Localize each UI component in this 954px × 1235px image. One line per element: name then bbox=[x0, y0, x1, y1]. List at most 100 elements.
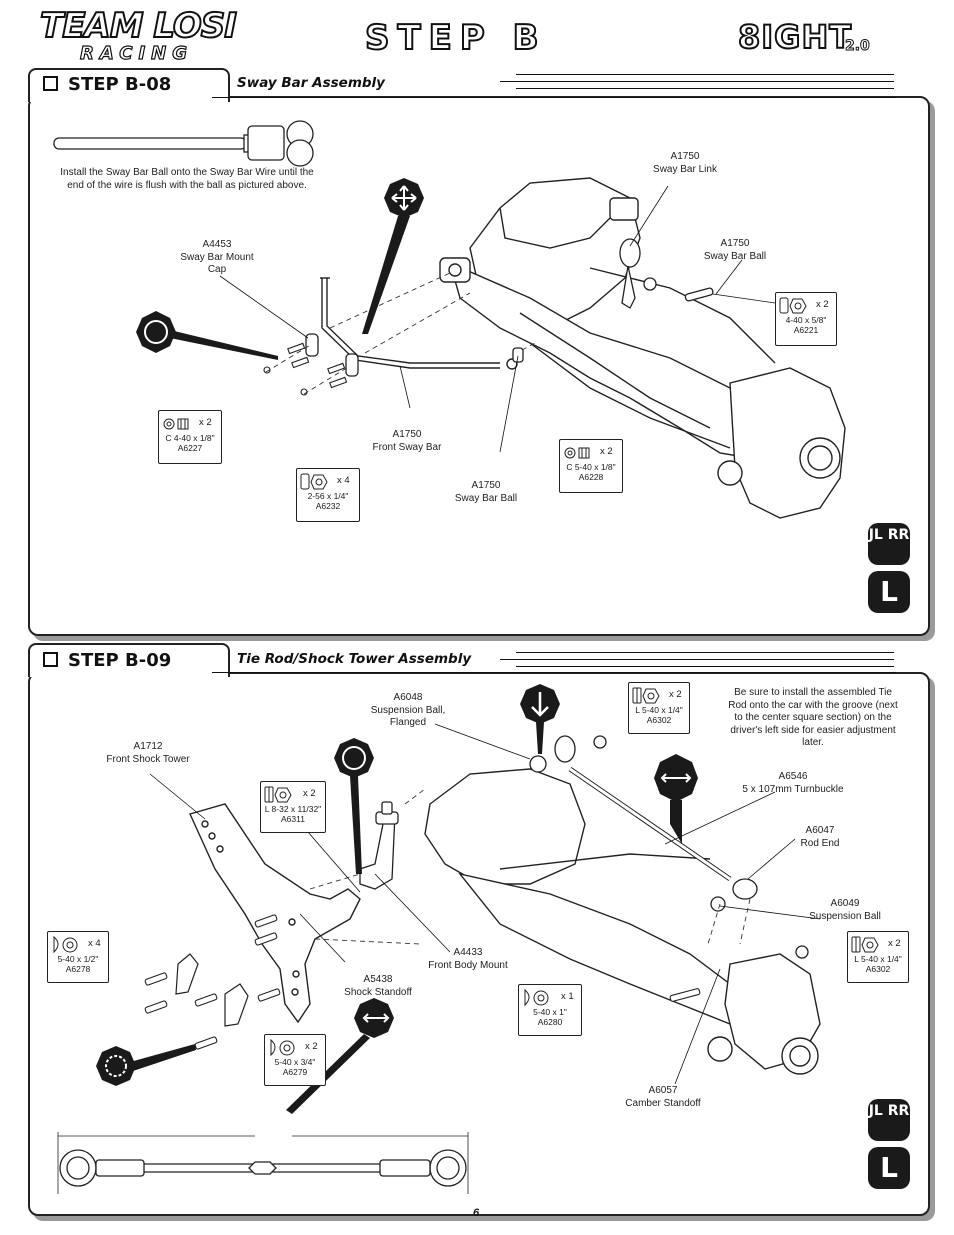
eight-logo-version: 2.0 bbox=[845, 38, 871, 55]
part-number: A4433 bbox=[453, 947, 483, 958]
callout-shock-standoff: A5438 Shock Standoff bbox=[330, 974, 426, 999]
sway-bar-mount-caps bbox=[305, 333, 524, 377]
part-name: Camber Standoff bbox=[625, 1097, 701, 1109]
set-screw-icon bbox=[564, 447, 590, 459]
hardware-part: A6221 bbox=[793, 325, 819, 335]
checkbox-icon[interactable] bbox=[43, 651, 58, 667]
header-rule bbox=[500, 659, 894, 660]
step-b09-title: Tie Rod/Shock Tower Assembly bbox=[237, 651, 472, 667]
locknut-icon bbox=[851, 936, 879, 953]
button-head-screw-icon bbox=[53, 935, 78, 954]
part-name: Cap bbox=[207, 264, 227, 275]
part-name: Sway Bar Link bbox=[653, 163, 717, 175]
tie-rod bbox=[529, 735, 809, 959]
hardware-qty: x 2 bbox=[600, 446, 613, 457]
hardware-desc: L 8-32 x 11/32" bbox=[264, 804, 322, 814]
button-head-screw-icon bbox=[270, 1038, 295, 1057]
hardware-box: x 2 L 5-40 x 1/4" A6302 bbox=[628, 682, 690, 734]
hex-driver-icon bbox=[362, 178, 424, 334]
hardware-box: x 2 C 4-40 x 1/8" A6227 bbox=[158, 410, 222, 464]
hardware-box: x 2 5-40 x 3/4" A6279 bbox=[264, 1034, 326, 1086]
part-name: Rod End bbox=[800, 837, 840, 849]
title-underline bbox=[212, 97, 896, 98]
part-number: A6047 bbox=[805, 825, 835, 836]
alignment-lines bbox=[265, 272, 536, 395]
hardware-desc: L 5-40 x 1/4" bbox=[854, 954, 902, 964]
checkbox-icon[interactable] bbox=[43, 75, 58, 91]
header-rule bbox=[516, 652, 894, 653]
sway-bar-link bbox=[619, 238, 714, 309]
screw-icon bbox=[779, 297, 807, 314]
part-number: A4453 bbox=[202, 239, 232, 250]
alignment-lines bbox=[309, 788, 751, 945]
hardware-qty: x 2 bbox=[303, 788, 316, 799]
wrench-rotate-icon bbox=[136, 311, 278, 360]
callout-sway-bar-link: A1750 Sway Bar Link bbox=[640, 151, 730, 176]
callout-rod-end: A6047 Rod End bbox=[775, 825, 865, 850]
header-rule bbox=[516, 666, 894, 667]
step-b08-label: STEP B-08 bbox=[43, 74, 171, 95]
callout-turnbuckle: A6546 5 x 107mm Turnbuckle bbox=[735, 771, 851, 796]
wire-install-note: Install the Sway Bar Ball onto the Sway … bbox=[60, 167, 314, 191]
step-b09-panel bbox=[28, 672, 930, 1216]
front-shock-tower bbox=[189, 803, 361, 1024]
hardware-box: x 4 2-56 x 1/4" A6232 bbox=[296, 468, 360, 522]
hardware-part: A6302 bbox=[646, 715, 672, 725]
tie-rod-install-note: Be sure to install the assembled Tie Rod… bbox=[728, 687, 898, 748]
hardware-desc: L 5-40 x 1/4" bbox=[635, 705, 683, 715]
callout-suspension-ball: A6049 Suspension Ball bbox=[800, 898, 890, 923]
callout-sway-bar-mount-cap: A4453 Sway Bar Mount Cap bbox=[172, 239, 262, 277]
hardware-box: x 1 5-40 x 1" A6280 bbox=[518, 984, 582, 1036]
hardware-part: A6278 bbox=[65, 964, 91, 974]
hardware-box: x 2 L 8-32 x 11/32" A6311 bbox=[260, 781, 326, 833]
page-title: STEP B bbox=[364, 17, 547, 59]
step-b09-text: STEP B-09 bbox=[68, 650, 172, 671]
header-rule bbox=[516, 88, 894, 89]
hardware-box: x 2 C 5-40 x 1/8" A6228 bbox=[559, 439, 623, 493]
hardware-part: A6280 bbox=[537, 1017, 563, 1027]
left-right-badge: JL RR bbox=[868, 1099, 910, 1141]
locknut-icon bbox=[632, 687, 660, 704]
hardware-qty: x 2 bbox=[816, 299, 829, 310]
part-name: Front Shock Tower bbox=[106, 753, 190, 765]
brand-sub-text: RACING bbox=[79, 43, 193, 64]
hardware-box: x 2 L 5-40 x 1/4" A6302 bbox=[847, 931, 909, 983]
part-number: A5438 bbox=[363, 974, 393, 985]
hardware-desc: C 4-40 x 1/8" bbox=[165, 433, 215, 443]
adjust-length-icon bbox=[286, 998, 394, 1114]
part-name: Sway Bar Ball bbox=[703, 250, 767, 262]
part-name: Shock Standoff bbox=[344, 986, 412, 998]
callout-suspension-ball-flanged: A6048 Suspension Ball, Flanged bbox=[360, 692, 456, 730]
hardware-qty: x 4 bbox=[88, 938, 101, 949]
hardware-part: A6228 bbox=[578, 472, 604, 482]
left-right-badge: JL RR bbox=[868, 523, 910, 565]
sway-bar-wire-detail bbox=[53, 120, 314, 167]
camber-standoffs bbox=[175, 953, 249, 1027]
step-b08-title: Sway Bar Assembly bbox=[237, 75, 385, 91]
part-number: A1750 bbox=[720, 238, 750, 249]
hardware-desc: 5-40 x 1" bbox=[533, 1007, 567, 1017]
hardware-box: x 4 5-40 x 1/2" A6278 bbox=[47, 931, 109, 983]
front-body-mount bbox=[359, 801, 399, 890]
callout-sway-bar-ball-bottom: A1750 Sway Bar Ball bbox=[441, 480, 531, 505]
part-number: A6546 bbox=[778, 771, 808, 782]
wrench-rotate-icon bbox=[334, 738, 374, 874]
callout-front-body-mount: A4433 Front Body Mount bbox=[420, 947, 516, 972]
tie-rod-detail bbox=[57, 1132, 469, 1194]
leader-lines bbox=[219, 185, 776, 453]
header-rule bbox=[500, 81, 894, 82]
step-b09-label: STEP B-09 bbox=[43, 650, 171, 671]
front-suspension-drawing bbox=[424, 768, 821, 1075]
part-name: Front Body Mount bbox=[428, 959, 508, 971]
leader-lines bbox=[149, 723, 821, 1085]
loosen-rotate-icon bbox=[96, 1044, 196, 1086]
hardware-desc: 5-40 x 1/2" bbox=[57, 954, 99, 964]
step-b08-panel bbox=[28, 96, 930, 636]
part-number: A1750 bbox=[670, 151, 700, 162]
step-b08-tab bbox=[28, 68, 230, 102]
locknut-icon bbox=[264, 786, 292, 803]
team-losi-logo: TEAM LOSI RACING bbox=[39, 7, 250, 68]
hardware-qty: x 4 bbox=[337, 475, 350, 486]
callout-sway-bar-ball-top: A1750 Sway Bar Ball bbox=[690, 238, 780, 263]
push-down-icon bbox=[520, 684, 560, 754]
